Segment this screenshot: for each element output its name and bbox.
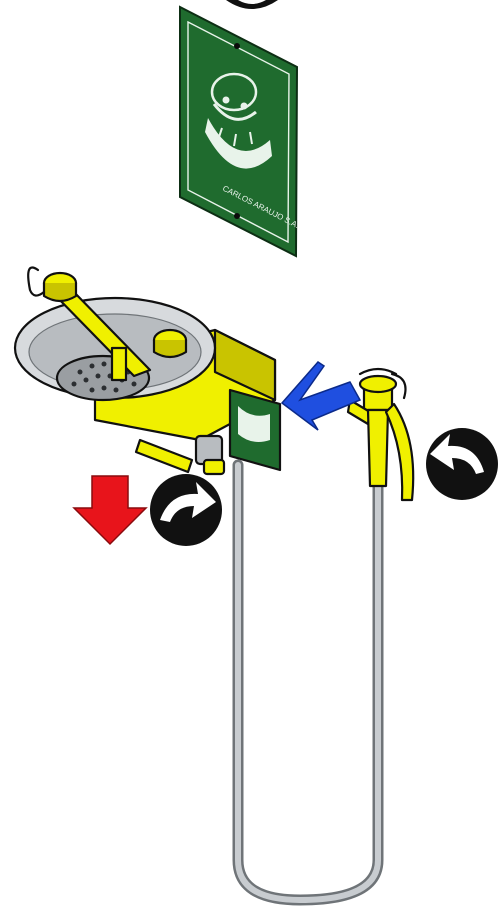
push-handle <box>136 440 192 472</box>
flexible-hose-highlight <box>238 465 378 900</box>
top-rotate-arrow-fragment <box>226 0 278 9</box>
hand-spray-grip <box>368 410 388 486</box>
rotate-arrow-icon <box>150 474 222 546</box>
sign-screw-top <box>234 43 240 49</box>
rotate-arrow-icon-right <box>426 428 498 500</box>
left-spray-head <box>28 268 76 302</box>
center-riser <box>112 348 126 380</box>
eyewash-bowl-assembly <box>15 268 280 475</box>
flexible-hose <box>238 465 378 900</box>
eyewash-sign: CARLOS ARAUJO S.A. <box>180 7 300 256</box>
right-spray-head <box>154 330 186 357</box>
hand-spray-lever <box>386 404 413 500</box>
hand-spray-unit <box>348 369 413 500</box>
sign-screw-bottom <box>234 213 240 219</box>
water-inlet-arrow-icon <box>282 362 360 430</box>
drain-outlet-arrow-icon <box>74 476 146 544</box>
bracket-sign-plate <box>230 390 280 470</box>
valve-body <box>196 436 224 474</box>
